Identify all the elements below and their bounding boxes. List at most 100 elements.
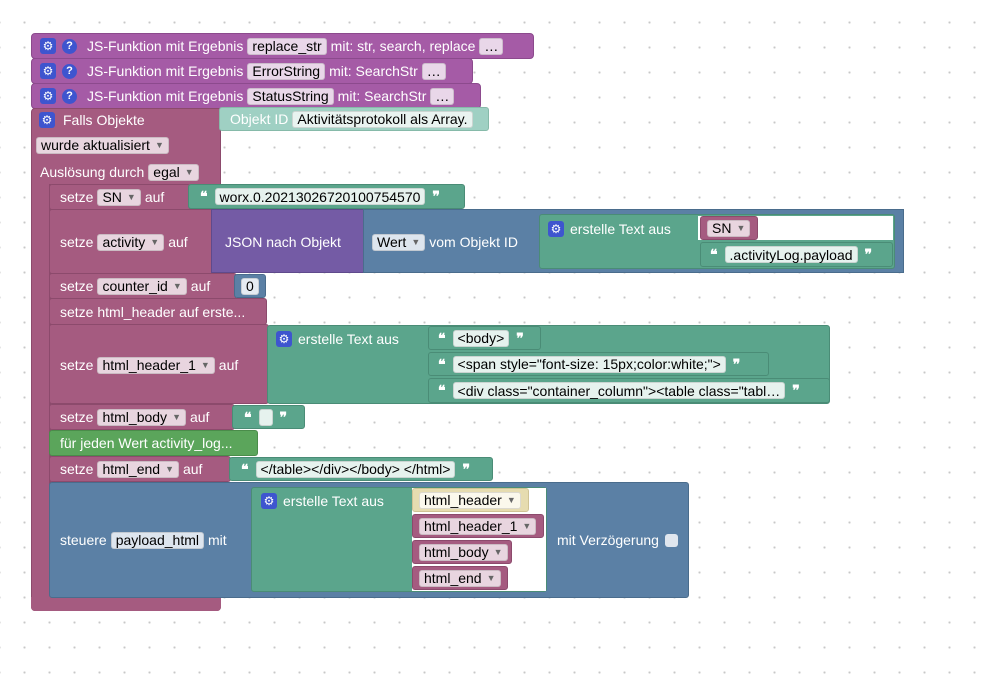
function-params: mit: SearchStr: [337, 88, 427, 104]
dropdown-arrow-icon: ▼: [411, 237, 421, 247]
dropdown-arrow-icon: ▼: [126, 192, 136, 202]
quote-open-icon: ❝: [200, 188, 208, 204]
text-field[interactable]: worx.0.20213026720100754570: [214, 188, 426, 205]
help-icon[interactable]: ?: [62, 63, 77, 79]
dropdown-arrow-icon: ▼: [486, 573, 496, 583]
number-field[interactable]: 0: [241, 277, 259, 295]
set-activity-block[interactable]: setze activity▼ auf: [49, 209, 219, 274]
variable-dropdown[interactable]: SN▼: [707, 219, 751, 237]
gear-icon[interactable]: ⚙: [40, 88, 56, 104]
property-dropdown[interactable]: Wert▼: [372, 233, 426, 251]
text-literal-span[interactable]: ❝ <span style="font-size: 15px;color:whi…: [428, 352, 769, 376]
function-block-status-string[interactable]: ⚙ ? JS-Funktion mit Ergebnis StatusStrin…: [31, 83, 481, 109]
object-id-block[interactable]: Objekt ID Aktivitätsprotokoll als Array.: [219, 107, 489, 131]
dropdown-arrow-icon: ▼: [150, 237, 160, 247]
quote-close-icon: ❞: [792, 382, 800, 398]
function-params: mit: SearchStr: [329, 63, 418, 79]
set-label: setze: [60, 409, 94, 425]
quote-close-icon: ❞: [864, 246, 873, 262]
quote-open-icon: ❝: [438, 329, 446, 346]
quote-close-icon: ❞: [432, 188, 440, 204]
function-label: JS-Funktion mit Ergebnis: [87, 63, 244, 79]
more-button[interactable]: …: [479, 37, 504, 55]
more-button[interactable]: …: [421, 62, 446, 80]
json-to-object-block[interactable]: JSON nach Objekt: [211, 209, 367, 273]
set-sn-block[interactable]: setze SN▼ auf: [49, 184, 191, 210]
set-header-1-block[interactable]: setze html_header_1▼ auf: [49, 324, 269, 404]
text-literal-sn[interactable]: ❝ worx.0.20213026720100754570 ❞: [188, 184, 465, 209]
create-text-label: erstelle Text aus: [298, 331, 399, 347]
quote-open-icon: ❝: [241, 460, 249, 477]
variable-dropdown[interactable]: html_end▼: [97, 460, 179, 478]
condition-dropdown[interactable]: wurde aktualisiert▼: [36, 136, 169, 154]
variable-html-header-1-block[interactable]: html_header_1▼: [412, 514, 544, 538]
function-params: mit: str, search, replace: [330, 38, 476, 54]
text-literal-body[interactable]: ❝ <body> ❞: [428, 326, 541, 350]
variable-dropdown[interactable]: html_header▼: [419, 491, 521, 509]
quote-close-icon: ❞: [462, 460, 471, 477]
help-icon[interactable]: ?: [62, 38, 77, 54]
number-block[interactable]: 0: [234, 274, 266, 298]
set-label: setze: [60, 278, 94, 294]
gear-icon[interactable]: ⚙: [39, 112, 55, 128]
variable-dropdown[interactable]: html_body▼: [97, 408, 186, 426]
dropdown-arrow-icon: ▼: [506, 495, 516, 505]
variable-dropdown[interactable]: counter_id▼: [97, 277, 187, 295]
set-counter-block[interactable]: setze counter_id▼ auf: [49, 273, 237, 299]
variable-html-body-block[interactable]: html_body▼: [412, 540, 512, 564]
set-label: setze: [60, 357, 94, 373]
function-name-field[interactable]: StatusString: [247, 87, 334, 105]
dropdown-arrow-icon: ▼: [172, 281, 182, 291]
function-block-replace-str[interactable]: ⚙ ? JS-Funktion mit Ergebnis replace_str…: [31, 33, 534, 59]
function-block-error-string[interactable]: ⚙ ? JS-Funktion mit Ergebnis ErrorString…: [31, 58, 473, 84]
text-field[interactable]: </table></div></body> </html>: [255, 460, 456, 478]
text-field[interactable]: .activityLog.payload: [724, 246, 858, 263]
more-button[interactable]: …: [430, 87, 455, 105]
function-name-field[interactable]: ErrorString: [247, 62, 326, 80]
target-field[interactable]: payload_html: [110, 531, 204, 549]
variable-html-header-block[interactable]: html_header▼: [412, 488, 529, 512]
set-label: setze: [60, 234, 94, 250]
variable-dropdown[interactable]: SN▼: [97, 188, 141, 206]
cause-dropdown[interactable]: egal▼: [148, 163, 199, 181]
quote-open-icon: ❝: [438, 355, 446, 372]
text-literal-end[interactable]: ❝ </table></div></body> </html> ❞: [229, 457, 493, 481]
variable-dropdown[interactable]: html_header_1▼: [97, 356, 215, 374]
variable-dropdown[interactable]: html_header_1▼: [419, 517, 537, 535]
variable-dropdown[interactable]: activity▼: [97, 233, 165, 251]
gear-icon[interactable]: ⚙: [40, 38, 56, 54]
delay-checkbox[interactable]: [664, 533, 678, 547]
text-field[interactable]: <span style="font-size: 15px;color:white…: [452, 355, 726, 373]
variable-dropdown[interactable]: html_body▼: [419, 543, 508, 561]
variable-dropdown[interactable]: html_end▼: [419, 569, 501, 587]
collapsed-set-header-block[interactable]: setze html_header auf erste...: [49, 298, 267, 325]
dropdown-arrow-icon: ▼: [172, 412, 181, 422]
auf-label: auf: [189, 409, 210, 425]
gear-icon[interactable]: ⚙: [548, 221, 564, 237]
help-icon[interactable]: ?: [62, 88, 77, 104]
object-id-field[interactable]: Aktivitätsprotokoll als Array.: [292, 110, 473, 128]
delay-label: mit Verzögerung: [557, 532, 659, 548]
function-name-field[interactable]: replace_str: [247, 37, 327, 55]
text-literal-div[interactable]: ❝ <div class="container_column"><table c…: [428, 378, 830, 403]
set-label: setze: [60, 189, 94, 205]
text-literal-empty[interactable]: ❝ ❞: [232, 405, 305, 429]
auf-label: auf: [182, 461, 203, 477]
set-end-block[interactable]: setze html_end▼ auf: [49, 456, 231, 482]
gear-icon[interactable]: ⚙: [261, 493, 277, 509]
variable-html-end-block[interactable]: html_end▼: [412, 566, 508, 590]
text-field[interactable]: <div class="container_column"><table cla…: [452, 382, 786, 399]
set-label: setze: [60, 461, 94, 477]
set-body-block[interactable]: setze html_body▼ auf: [49, 404, 235, 430]
gear-icon[interactable]: ⚙: [40, 63, 56, 79]
auf-label: auf: [144, 189, 165, 205]
mit-label: mit: [207, 532, 227, 548]
control-label: steuere: [60, 532, 107, 548]
for-each-block[interactable]: für jeden Wert activity_log...: [49, 430, 258, 456]
object-id-label: vom Objekt ID: [429, 234, 518, 250]
text-literal-payload[interactable]: ❝ .activityLog.payload ❞: [700, 242, 893, 267]
variable-sn-block[interactable]: SN▼: [700, 216, 758, 240]
text-field[interactable]: <body>: [452, 329, 510, 347]
text-field-empty[interactable]: [258, 408, 273, 426]
gear-icon[interactable]: ⚙: [276, 331, 292, 347]
